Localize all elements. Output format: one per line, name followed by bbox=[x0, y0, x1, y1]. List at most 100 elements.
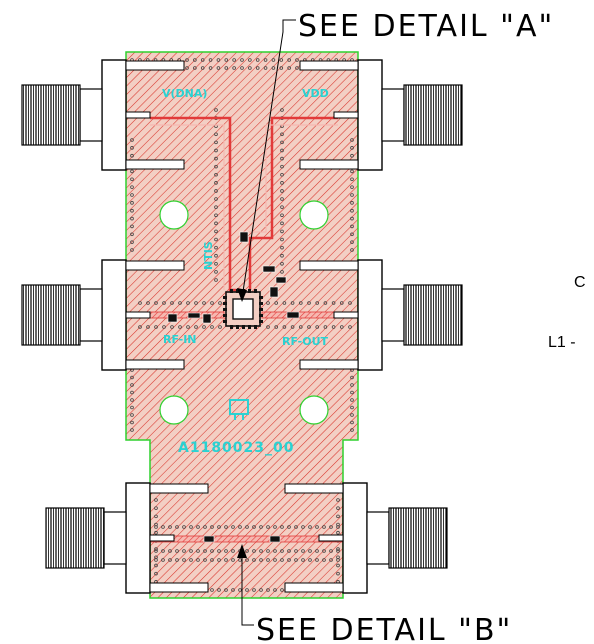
via bbox=[189, 525, 193, 529]
via bbox=[216, 66, 221, 70]
via bbox=[178, 301, 182, 305]
via bbox=[259, 525, 263, 529]
via bbox=[170, 325, 174, 329]
via bbox=[161, 558, 165, 562]
via bbox=[280, 205, 284, 209]
via bbox=[224, 525, 228, 529]
via bbox=[210, 558, 214, 562]
via bbox=[266, 525, 270, 529]
via bbox=[218, 325, 222, 329]
via bbox=[210, 525, 214, 529]
via bbox=[323, 301, 328, 305]
via bbox=[336, 506, 340, 510]
via bbox=[130, 248, 134, 252]
via bbox=[350, 390, 354, 395]
via bbox=[307, 325, 311, 329]
via bbox=[130, 383, 134, 387]
via bbox=[130, 405, 134, 410]
trace-vdd-inner bbox=[244, 124, 338, 233]
via bbox=[214, 140, 218, 145]
via bbox=[350, 146, 354, 150]
via bbox=[200, 66, 205, 70]
via bbox=[185, 58, 189, 62]
via bbox=[350, 232, 354, 237]
via bbox=[154, 563, 158, 568]
via bbox=[154, 547, 158, 551]
via bbox=[290, 325, 295, 329]
via bbox=[350, 185, 354, 189]
via bbox=[271, 66, 276, 70]
via bbox=[208, 58, 213, 62]
sma-connector-icon bbox=[299, 59, 463, 171]
via bbox=[217, 525, 221, 529]
via bbox=[252, 549, 256, 553]
via bbox=[315, 549, 319, 553]
via bbox=[280, 229, 284, 234]
via bbox=[336, 522, 340, 527]
via bbox=[154, 571, 158, 576]
via bbox=[130, 232, 134, 237]
trace-vdna-inner bbox=[150, 124, 225, 290]
via bbox=[336, 571, 340, 576]
label-board-id: A1180023_00 bbox=[178, 440, 295, 456]
via bbox=[280, 181, 284, 185]
sma-connector-icon bbox=[284, 482, 448, 594]
via bbox=[214, 108, 218, 112]
via bbox=[210, 325, 214, 329]
via bbox=[194, 325, 198, 329]
via bbox=[130, 216, 134, 221]
side-label-l1: L1 - bbox=[548, 334, 576, 351]
via bbox=[348, 301, 352, 305]
via bbox=[280, 213, 284, 218]
via bbox=[339, 325, 344, 329]
via bbox=[245, 525, 249, 529]
via bbox=[214, 197, 218, 201]
via bbox=[216, 58, 221, 62]
via bbox=[263, 58, 268, 62]
via bbox=[248, 66, 252, 70]
via bbox=[301, 549, 305, 553]
capacitor bbox=[269, 286, 279, 298]
sma-connector-icon bbox=[21, 59, 185, 171]
via bbox=[322, 558, 326, 562]
via bbox=[203, 549, 207, 553]
via bbox=[130, 153, 134, 158]
via bbox=[245, 549, 249, 553]
via bbox=[193, 58, 197, 62]
via bbox=[138, 325, 142, 329]
via bbox=[280, 156, 284, 161]
via bbox=[279, 58, 284, 62]
via bbox=[231, 558, 235, 562]
callout-detail-a: SEE DETAIL "A" bbox=[237, 9, 552, 302]
via bbox=[210, 588, 214, 592]
via bbox=[168, 549, 172, 553]
via bbox=[189, 549, 193, 553]
via bbox=[348, 325, 352, 329]
via bbox=[295, 58, 299, 62]
via bbox=[238, 525, 242, 529]
via bbox=[259, 588, 263, 592]
via bbox=[274, 301, 279, 305]
via bbox=[350, 248, 354, 252]
via bbox=[210, 549, 214, 553]
via bbox=[323, 325, 328, 329]
via bbox=[224, 588, 228, 592]
via bbox=[280, 197, 284, 201]
via bbox=[175, 549, 179, 553]
via bbox=[280, 221, 284, 226]
connectors bbox=[21, 59, 463, 594]
callout-detail-b-text: SEE DETAIL "B" bbox=[256, 613, 512, 644]
via bbox=[280, 189, 284, 193]
via bbox=[280, 108, 284, 112]
via bbox=[350, 138, 354, 142]
via bbox=[214, 213, 218, 218]
via bbox=[154, 325, 158, 329]
via bbox=[214, 278, 218, 282]
via bbox=[154, 555, 158, 560]
via bbox=[280, 270, 284, 274]
via bbox=[196, 558, 200, 562]
via bbox=[301, 525, 305, 529]
label-rf-in: RF-IN bbox=[163, 333, 197, 346]
via bbox=[245, 588, 249, 592]
